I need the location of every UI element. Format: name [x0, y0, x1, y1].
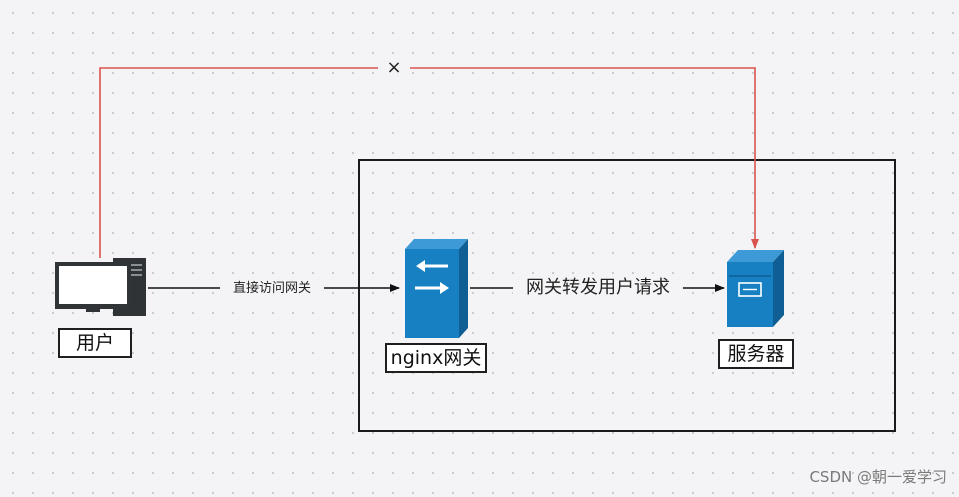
csdn-watermark: CSDN @朝一爱学习 [809, 468, 947, 486]
blocked-path-cross-label: × [378, 58, 410, 78]
gateway-switch-icon [405, 239, 468, 338]
computer-icon [55, 258, 146, 316]
node-label-user: 用户 [58, 328, 132, 358]
server-icon [727, 250, 784, 327]
blocked-path-line [99, 67, 759, 258]
network-boundary-frame [358, 159, 896, 432]
node-label-nginx-gateway: nginx网关 [385, 343, 487, 373]
node-label-server: 服务器 [718, 339, 794, 369]
edge-label-forward-request: 网关转发用户请求 [513, 276, 683, 300]
edge-label-direct-access: 直接访问网关 [220, 278, 324, 298]
